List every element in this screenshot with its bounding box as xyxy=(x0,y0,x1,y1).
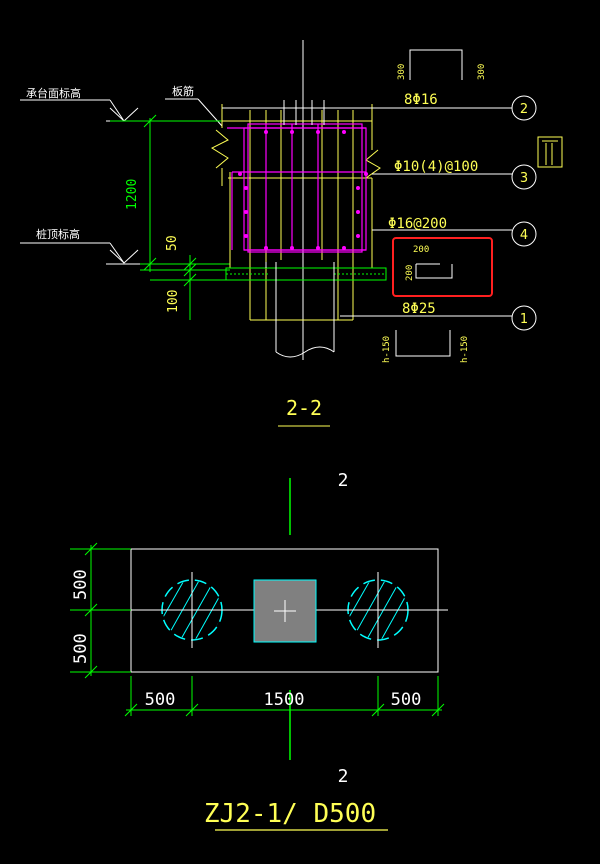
cap-elevation-marker[interactable]: 承台面标高 xyxy=(20,86,160,122)
cut-mark-bottom: 2 xyxy=(338,766,349,787)
section-2-2: 承台面标高 板筋 桩顶标高 xyxy=(20,40,563,427)
rebar-4-label: Φ16@200 xyxy=(388,216,447,232)
dim-bottom-right: 500 xyxy=(391,690,422,710)
callout-4[interactable]: 4 xyxy=(511,221,537,247)
pile-cap-outline xyxy=(210,104,381,321)
highlight-detail-box[interactable]: 200 200 xyxy=(392,237,493,297)
svg-text:4: 4 xyxy=(520,228,528,243)
rebar-shape-1[interactable]: h-150 h-150 xyxy=(382,330,470,363)
pile-left[interactable] xyxy=(150,570,240,664)
svg-text:300: 300 xyxy=(397,64,407,80)
column-plan[interactable] xyxy=(253,579,317,643)
svg-text:200: 200 xyxy=(413,245,429,255)
svg-text:200: 200 xyxy=(405,265,415,281)
plan-dim-left[interactable] xyxy=(70,542,131,679)
pile-body xyxy=(265,262,335,358)
rebar-2-label: 8Φ16 xyxy=(404,92,438,108)
callout-leaders xyxy=(222,107,512,317)
dim-1200: 1200 xyxy=(125,179,140,210)
rebar-dots xyxy=(238,130,368,250)
plan-view: 2 2 xyxy=(70,470,448,831)
svg-text:h-150: h-150 xyxy=(460,336,470,363)
slab-rebar-label: 板筋 xyxy=(172,84,194,98)
top-rebar-ticks xyxy=(283,100,325,125)
rebar-3-label: Φ10(4)@100 xyxy=(394,159,478,175)
slab-rebar-leader[interactable]: 板筋 xyxy=(165,84,223,127)
stirrup-shape-3[interactable] xyxy=(537,136,563,168)
bedding-layer xyxy=(225,267,387,281)
plan-dim-bottom[interactable] xyxy=(124,676,445,717)
dim-left-top: 500 xyxy=(71,569,91,600)
cap-elevation-label: 承台面标高 xyxy=(26,86,81,100)
svg-text:2: 2 xyxy=(520,102,528,117)
vertical-dimension[interactable] xyxy=(110,114,230,320)
svg-text:300: 300 xyxy=(477,64,487,80)
svg-text:3: 3 xyxy=(520,171,528,186)
rebar-shape-2[interactable]: 300 300 xyxy=(397,49,487,80)
cut-mark-top: 2 xyxy=(338,470,349,491)
dim-100: 100 xyxy=(166,290,181,313)
svg-text:1: 1 xyxy=(520,312,528,327)
pile-right[interactable] xyxy=(336,570,426,664)
callout-3[interactable]: 3 xyxy=(511,164,537,190)
plan-title: ZJ2-1/ D500 xyxy=(204,799,376,829)
callout-2[interactable]: 2 xyxy=(511,95,537,121)
dim-left-bottom: 500 xyxy=(71,633,91,664)
callout-1[interactable]: 1 xyxy=(511,305,537,331)
rebar-1-label: 8Φ25 xyxy=(402,301,436,317)
svg-text:h-150: h-150 xyxy=(382,336,392,363)
dim-bottom-mid: 1500 xyxy=(264,690,305,710)
section-title: 2-2 xyxy=(286,396,322,420)
dim-50: 50 xyxy=(165,235,180,251)
dim-bottom-left: 500 xyxy=(145,690,176,710)
pile-elevation-label: 桩顶标高 xyxy=(36,227,80,241)
